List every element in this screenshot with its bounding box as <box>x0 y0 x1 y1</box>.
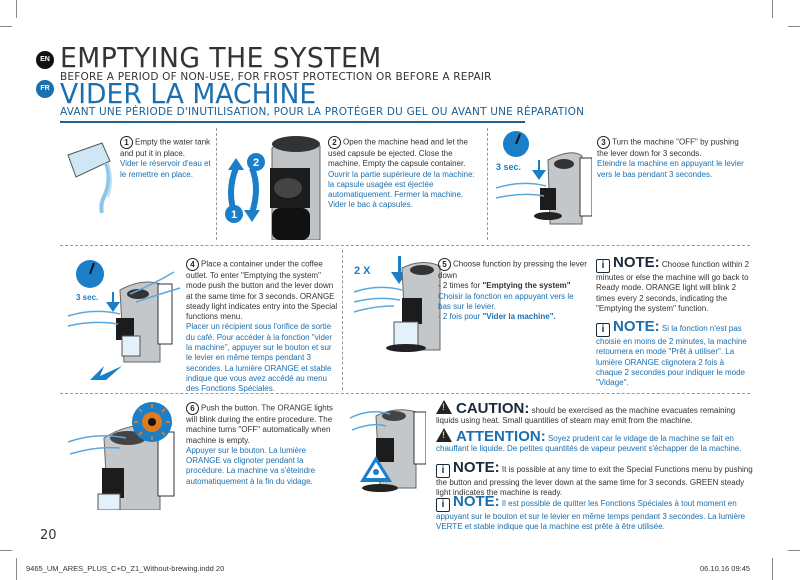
crop-mark <box>788 26 800 27</box>
file-name: 9465_UM_ARES_PLUS_C+D_Z1_Without-brewing… <box>26 564 225 573</box>
svg-text:3 sec.: 3 sec. <box>76 293 98 302</box>
page-subtitle-fr: AVANT UNE PÉRIODE D'INUTILISATION, POUR … <box>60 106 585 118</box>
crop-mark <box>0 26 12 27</box>
step-number: 6 <box>186 402 199 415</box>
step-number: 3 <box>597 136 610 149</box>
step-number: 4 <box>186 258 199 271</box>
svg-text:3 sec.: 3 sec. <box>496 162 521 172</box>
svg-text:2 X: 2 X <box>354 265 371 277</box>
svg-text:1: 1 <box>231 209 237 221</box>
title-underline <box>60 121 525 123</box>
page-title-en: EMPTYING THE SYSTEM <box>60 41 382 74</box>
step-number: 5 <box>438 258 451 271</box>
step-number: 1 <box>120 136 133 149</box>
caution-steam-illustration <box>346 398 427 492</box>
warning-icon <box>436 400 452 414</box>
crop-mark <box>772 558 773 580</box>
step-number: 2 <box>328 136 341 149</box>
divider-row-2 <box>60 393 750 394</box>
machine-open-head-illustration: 2 1 <box>222 128 322 241</box>
svg-text:2: 2 <box>253 157 259 169</box>
machine-off-lever-illustration: 3 sec. <box>492 130 593 230</box>
enter-special-mode-illustration: 3 sec. <box>64 254 184 384</box>
info-icon: i <box>436 464 450 478</box>
crop-mark <box>788 550 800 551</box>
page-subtitle-en: BEFORE A PERIOD OF NON-USE, FOR FROST PR… <box>60 71 492 83</box>
push-button-illustration <box>62 398 182 511</box>
attention-note-fr: ATTENTION: Soyez prudent car le vidage d… <box>436 428 756 455</box>
crop-mark <box>16 0 17 18</box>
crop-mark <box>0 550 12 551</box>
page-title-fr: VIDER LA MACHINE <box>60 77 317 110</box>
crop-mark <box>16 558 17 580</box>
lang-badge-en: EN <box>36 51 54 69</box>
crop-mark <box>772 0 773 18</box>
caution-note-en: CAUTION: should be exercised as the mach… <box>436 400 756 427</box>
choose-function-lever-illustration: 2 X <box>350 254 442 354</box>
info-icon: i <box>596 259 610 273</box>
page-number: 20 <box>40 528 57 543</box>
divider-col <box>342 250 343 390</box>
lang-badge-fr: FR <box>36 80 54 98</box>
info-icon: i <box>596 323 610 337</box>
water-tank-pour-illustration <box>66 135 114 215</box>
divider-col <box>216 128 217 240</box>
divider-row-1 <box>60 245 750 246</box>
print-timestamp: 06.10.16 09:45 <box>700 564 751 573</box>
divider-col <box>487 128 488 240</box>
warning-icon <box>436 428 452 442</box>
info-icon: i <box>436 498 450 512</box>
